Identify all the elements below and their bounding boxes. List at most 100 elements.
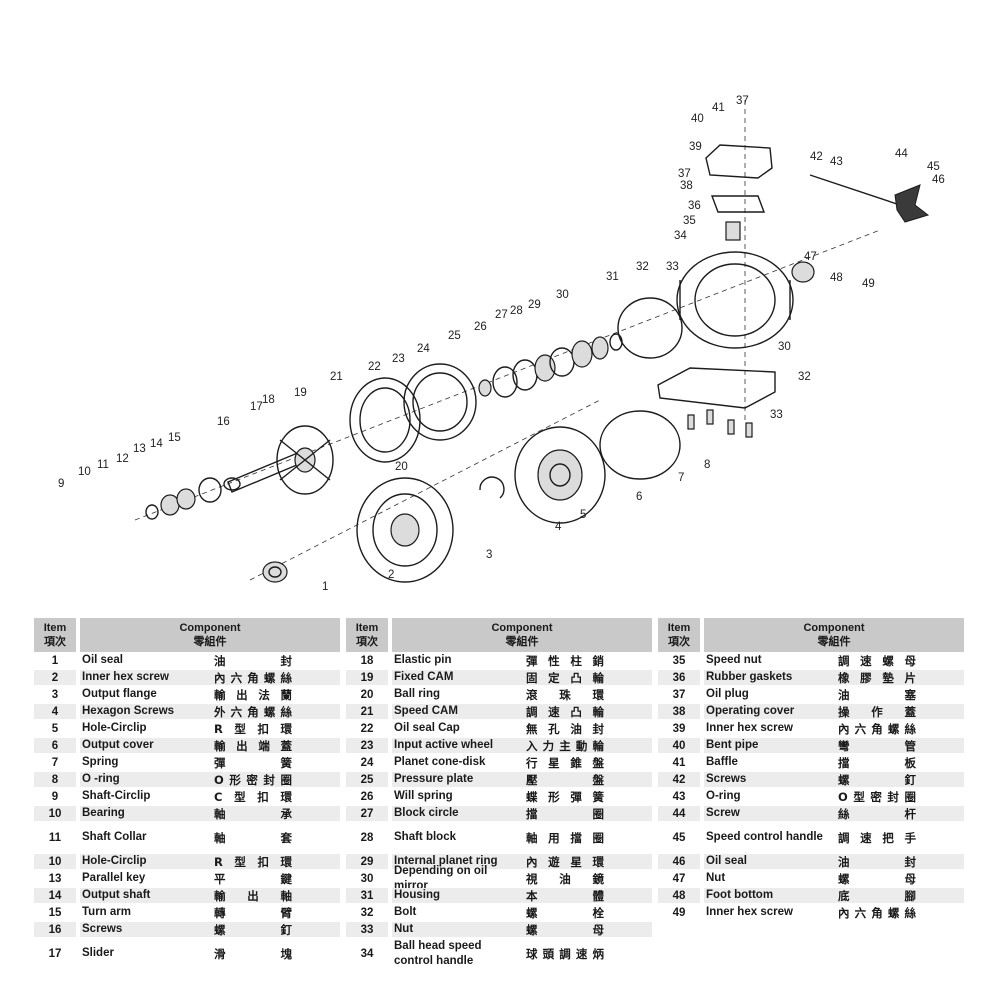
item-number: 9: [51, 790, 59, 803]
callout-38: 38: [680, 180, 693, 192]
component-name-en: Hexagon Screws: [82, 705, 175, 717]
component-name-zh: 軸套: [214, 830, 292, 845]
callout-13: 13: [133, 443, 146, 455]
callout-39: 39: [689, 141, 702, 153]
output-shaft-group: [145, 451, 305, 520]
item-number: 21: [360, 705, 374, 718]
component-name-zh: 軸承: [214, 806, 292, 821]
component-name-zh: 內六角螺絲: [838, 905, 916, 920]
component-name-en: Bolt: [394, 906, 417, 918]
component-name-en: Screws: [82, 923, 123, 935]
component-name-zh: 調速螺母: [838, 653, 916, 668]
component-name-en: Slider: [82, 947, 114, 959]
o-ring-part: [599, 410, 681, 480]
item-number: 7: [51, 756, 59, 769]
callout-40: 40: [691, 113, 704, 125]
output-cover-part: [514, 426, 606, 524]
callout-35: 35: [683, 215, 696, 227]
component-name-zh: 滾珠環: [526, 687, 604, 702]
callout-49: 49: [862, 278, 875, 290]
component-name-zh: 轉臂: [214, 905, 292, 920]
callout-43: 43: [830, 156, 843, 168]
item-number: 32: [360, 906, 374, 919]
operating-cover-part: [705, 144, 773, 241]
component-name-zh: 螺母: [526, 922, 604, 937]
speed-handle-part: [809, 174, 930, 223]
component-name-zh: 軸用擋圈: [526, 830, 604, 845]
item-number: 23: [360, 739, 374, 752]
item-number: 20: [360, 688, 374, 701]
callout-10: 10: [78, 466, 91, 478]
item-number: 25: [360, 773, 374, 786]
component-name-en: Output cover: [82, 739, 154, 751]
component-name-zh: 彈性柱銷: [526, 653, 604, 668]
turn-arm-part: [276, 425, 334, 495]
planet-ring-part: [617, 297, 683, 359]
callout-9: 9: [58, 478, 64, 490]
component-name-zh: 內六角螺絲: [838, 721, 916, 736]
callout-5: 5: [580, 509, 586, 521]
oil-seal-right-part: [791, 261, 815, 283]
component-name-zh: 油塞: [838, 687, 916, 702]
item-number: 46: [672, 855, 686, 868]
item-number: 4: [51, 705, 59, 718]
callout-29: 29: [528, 299, 541, 311]
item-number: 16: [48, 923, 62, 936]
component-name-en: Block circle: [394, 807, 459, 819]
component-name-zh: 入力主動輪: [526, 738, 604, 753]
header-component-zh: 零組件: [193, 636, 227, 648]
header-item-en: Item: [667, 622, 691, 634]
item-number: 18: [360, 654, 374, 667]
callout-2: 2: [388, 569, 394, 581]
item-number: 48: [672, 889, 686, 902]
callout-11: 11: [97, 459, 109, 471]
header-item-en: Item: [355, 622, 379, 634]
header-component-en: Component: [491, 622, 553, 634]
item-number: 10: [48, 855, 62, 868]
component-name-zh: 底腳: [838, 888, 916, 903]
item-number: 35: [672, 654, 686, 667]
item-number: 27: [360, 807, 374, 820]
bottom-screws-part: [687, 409, 753, 438]
callout-48: 48: [830, 272, 843, 284]
item-number: 36: [672, 671, 686, 684]
callout-33: 33: [666, 261, 679, 273]
component-name-en: Inner hex screw: [706, 906, 793, 918]
callout-20: 20: [395, 461, 408, 473]
component-name-en: Turn arm: [82, 906, 131, 918]
item-number: 28: [360, 831, 374, 844]
component-name-zh: 彎管: [838, 738, 916, 753]
component-name-zh: 無孔油封: [526, 721, 604, 736]
component-name-en: Oil seal Cap: [394, 722, 460, 734]
component-name-zh: 蝶形彈簧: [526, 789, 604, 804]
oil-seal-part: [262, 561, 288, 583]
callout-23: 23: [392, 353, 405, 365]
item-number: 47: [672, 872, 686, 885]
item-number: 1: [51, 654, 59, 667]
callout-27: 27: [495, 309, 508, 321]
component-name-en: Speed CAM: [394, 705, 458, 717]
component-name-en: Output flange: [82, 688, 157, 700]
item-number: 19: [360, 671, 374, 684]
callout-14: 14: [150, 438, 163, 450]
callout-24: 24: [417, 343, 430, 355]
